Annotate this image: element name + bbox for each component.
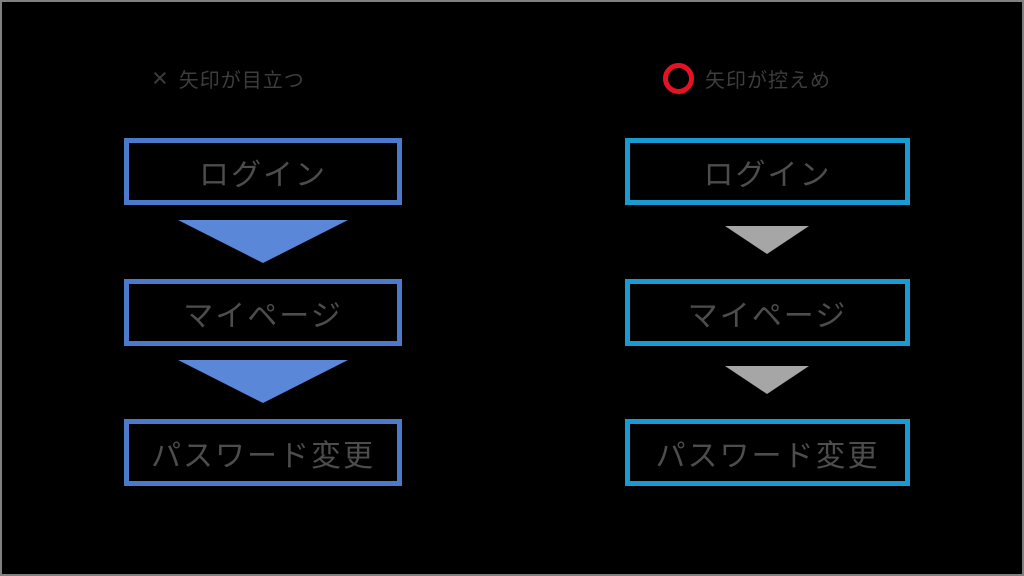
flow-step-label: パスワード変更 — [655, 439, 880, 473]
bad-example-title: 矢印が目立つ — [178, 69, 305, 92]
flow-step-label: マイページ — [183, 299, 343, 333]
flow-step-password-right: パスワード変更 — [625, 419, 910, 486]
down-arrow-icon — [178, 220, 348, 263]
good-example-heading: 矢印が控えめ — [663, 62, 831, 94]
down-arrow-icon — [725, 366, 809, 394]
flow-step-label: ログイン — [703, 158, 832, 192]
flow-step-label: マイページ — [687, 299, 848, 333]
flow-step-login-right: ログイン — [625, 138, 910, 205]
flow-step-mypage-right: マイページ — [625, 279, 910, 346]
flow-step-password-left: パスワード変更 — [124, 419, 402, 486]
bad-example-heading: × 矢印が目立つ — [152, 62, 305, 94]
circle-marker-icon — [663, 62, 694, 94]
cross-marker-icon: × — [152, 63, 168, 93]
down-arrow-icon — [178, 360, 348, 403]
flow-step-label: パスワード変更 — [151, 439, 375, 473]
down-arrow-icon — [725, 226, 809, 254]
flow-step-mypage-left: マイページ — [124, 279, 402, 346]
good-example-title: 矢印が控えめ — [705, 69, 831, 92]
flow-step-login-left: ログイン — [124, 138, 402, 205]
flow-step-label: ログイン — [199, 158, 327, 192]
